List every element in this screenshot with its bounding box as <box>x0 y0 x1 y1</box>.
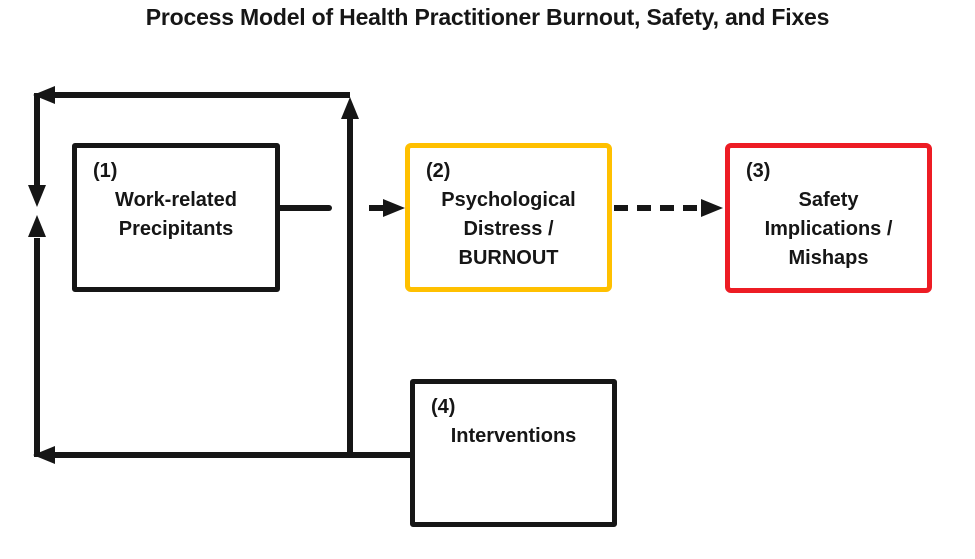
box-number: (4) <box>431 396 456 418</box>
box-label-line: Mishaps <box>788 247 869 269</box>
box-number: (1) <box>93 160 118 182</box>
box-label-line: Work-related <box>115 189 237 211</box>
box-psychological-distress-burnout: (2) Psychological Distress / BURNOUT <box>405 143 612 292</box>
box-label-line: Distress / <box>463 218 554 240</box>
box-label-line: Interventions <box>450 425 577 447</box>
box-work-related-precipitants: (1) Work-related Precipitants <box>72 143 280 292</box>
arrowhead-right-dashed-icon <box>701 199 723 217</box>
box-label-line: Psychological <box>441 189 576 211</box>
arrowhead-left-bottom-icon <box>33 446 55 464</box>
arrow-precipitants-to-burnout <box>277 199 405 217</box>
box-label-line: BURNOUT <box>458 247 559 269</box>
box-label-line: Implications / <box>764 218 893 240</box>
box-number: (3) <box>746 160 771 182</box>
box-number: (2) <box>426 160 451 182</box>
page-title: Process Model of Health Practitioner Bur… <box>145 4 830 30</box>
arrowhead-up-left-icon <box>28 215 46 237</box>
arrowhead-up-icon <box>341 97 359 119</box>
arrowhead-right-icon <box>383 199 405 217</box>
box-label-line: Safety <box>798 189 859 211</box>
arrowhead-left-top-icon <box>33 86 55 104</box>
box-safety-implications-mishaps: (3) Safety Implications / Mishaps <box>725 143 932 293</box>
box-interventions: (4) Interventions <box>410 379 617 527</box>
arrowhead-down-icon <box>28 185 46 207</box>
box-label-line: Precipitants <box>118 218 234 240</box>
arrow-burnout-to-safety <box>614 199 723 217</box>
